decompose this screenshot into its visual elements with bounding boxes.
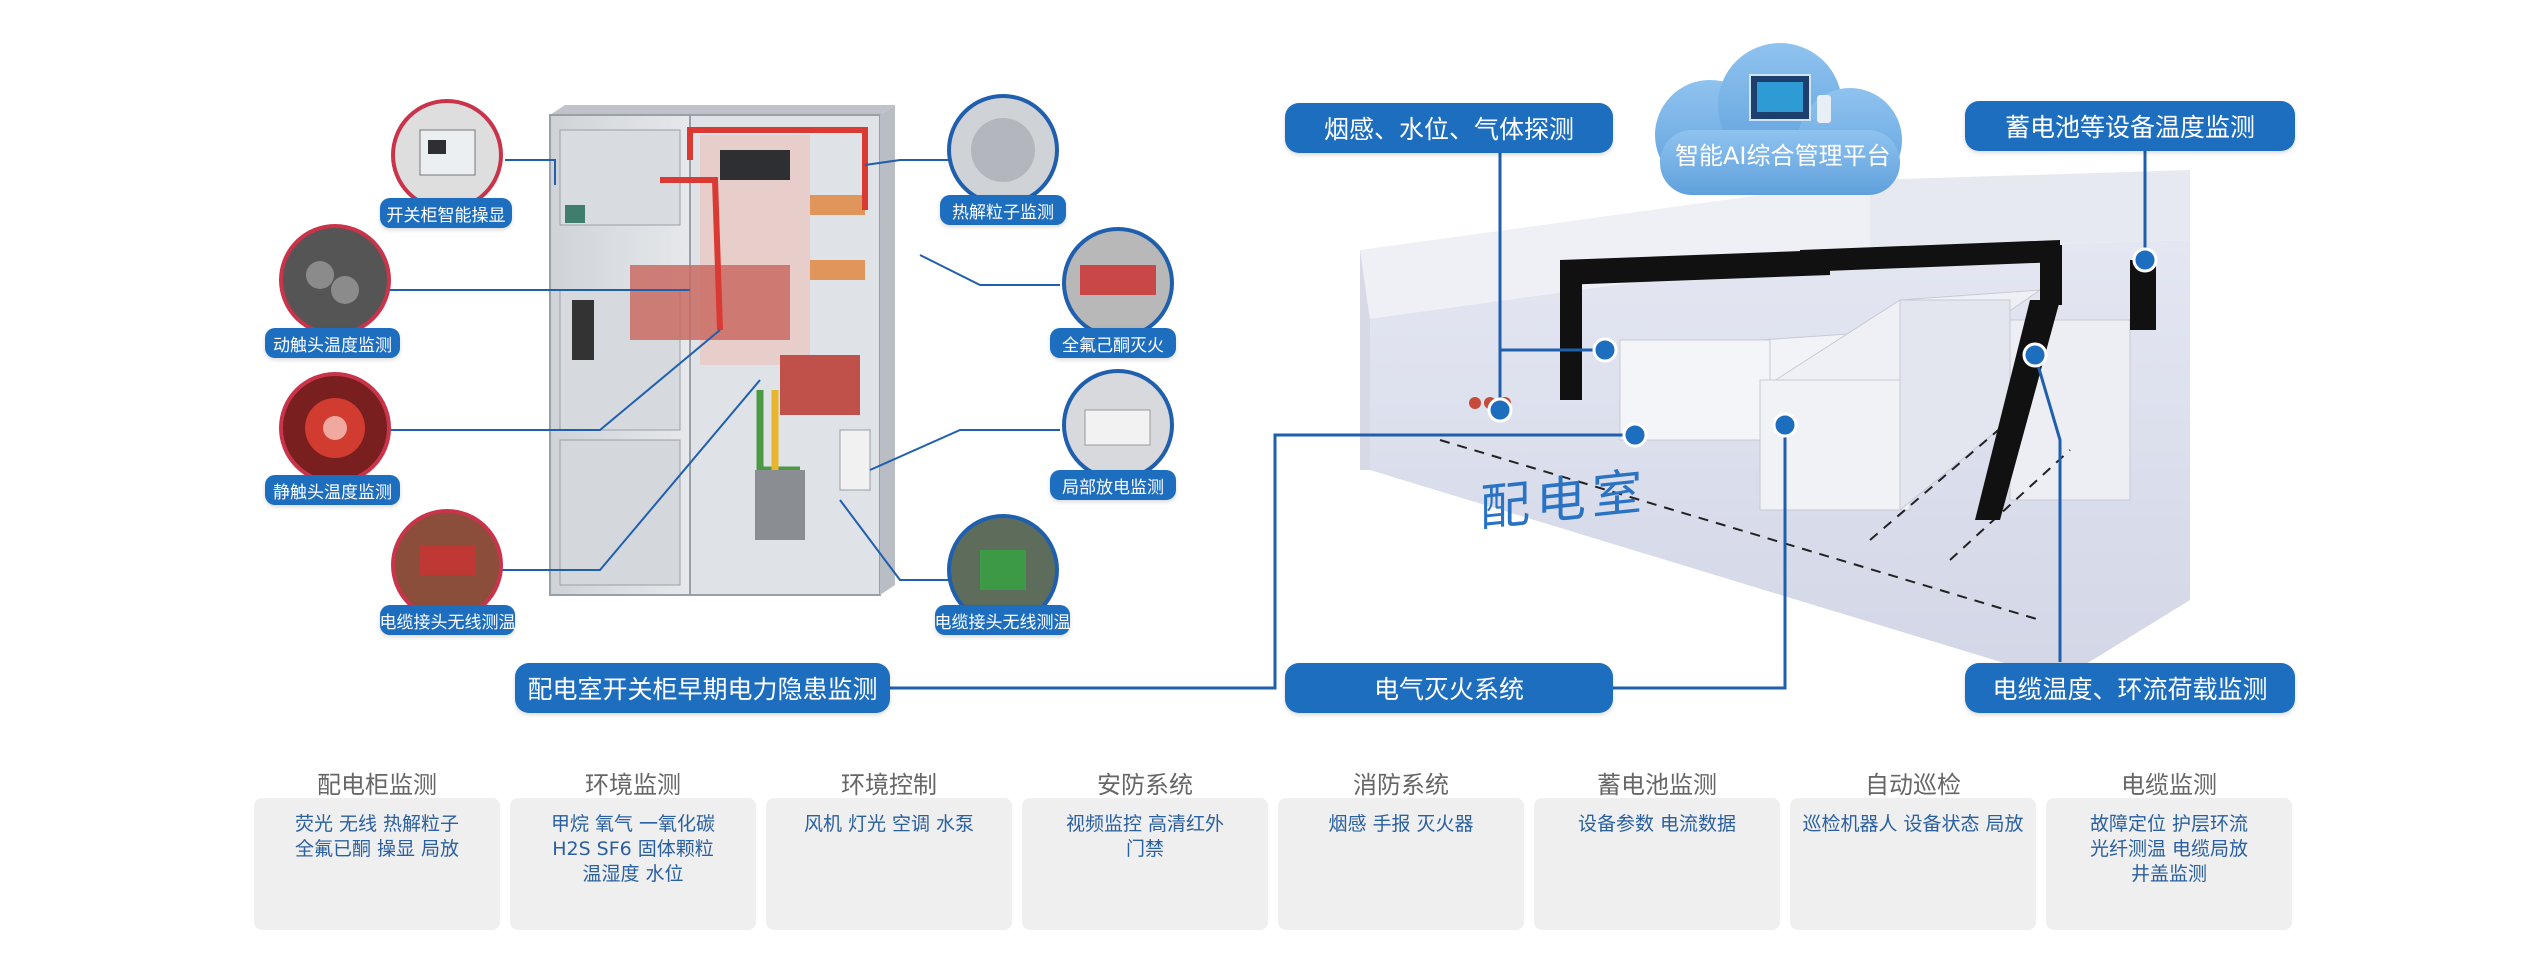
right-connector-lines [890, 150, 2147, 690]
category-item: 门禁 [1125, 838, 1164, 860]
category-card: 视频监控 高清红外 门禁 [1022, 798, 1268, 930]
category-title: 配电柜监测 [317, 771, 437, 799]
category-item: 烟感 手报 灭火器 [1328, 813, 1474, 835]
category-card: 烟感 手报 灭火器 [1278, 798, 1524, 930]
label-cable-joint-right: 电缆接头无线测温 [935, 605, 1071, 635]
category-item: 故障定位 护层环流 [2089, 813, 2249, 835]
callout-cable-temp-load: 电缆温度、环流荷载监测 [1965, 663, 2295, 713]
category-card: 故障定位 护层环流 光纤测温 电缆局放 井盖监测 [2046, 798, 2292, 930]
category-item: 甲烷 氧气 一氧化碳 [550, 813, 716, 835]
label-pyrolysis-particle: 热解粒子监测 [940, 195, 1066, 225]
label-moving-contact-temp: 动触头温度监测 [265, 328, 400, 358]
category-card: 设备参数 电流数据 [1534, 798, 1780, 930]
category-item: 巡检机器人 设备状态 局放 [1802, 813, 2024, 835]
left-thumbnails [279, 94, 1174, 626]
category-title: 环境控制 [841, 771, 937, 799]
category-item: H2S SF6 固体颗粒 [552, 838, 714, 860]
label-perfluoro-extinguish: 全氟己酮灭火 [1050, 328, 1176, 358]
category-card: 巡检机器人 设备状态 局放 [1790, 798, 2036, 930]
label-cable-joint-left: 电缆接头无线测温 [380, 605, 516, 635]
connection-dots [1487, 247, 2158, 448]
category-card: 风机 灯光 空调 水泵 [766, 798, 1012, 930]
label-static-contact-temp: 静触头温度监测 [265, 475, 400, 505]
category-item: 荧光 无线 热解粒子 [294, 813, 460, 835]
cloud-shape [1655, 43, 1902, 195]
left-connector-lines [385, 159, 1060, 581]
category-item: 井盖监测 [2130, 863, 2207, 885]
category-item: 温湿度 水位 [582, 863, 684, 885]
category-card: 荧光 无线 热解粒子 全氟已酮 操显 局放 [254, 798, 500, 930]
category-card: 甲烷 氧气 一氧化碳 H2S SF6 固体颗粒 温湿度 水位 [510, 798, 756, 930]
callout-switchgear-early-warning: 配电室开关柜早期电力隐患监测 [515, 663, 890, 713]
category-title: 环境监测 [585, 771, 681, 799]
category-item: 全氟已酮 操显 局放 [294, 838, 460, 860]
category-item: 光纤测温 电缆局放 [2089, 838, 2249, 860]
category-title: 消防系统 [1353, 771, 1449, 799]
label-partial-discharge: 局部放电监测 [1050, 470, 1176, 500]
category-title: 自动巡检 [1865, 771, 1961, 799]
category-item: 视频监控 高清红外 [1065, 813, 1225, 835]
category-title: 蓄电池监测 [1597, 771, 1717, 799]
callout-smoke-water-gas: 烟感、水位、气体探测 [1285, 103, 1613, 153]
category-item: 设备参数 电流数据 [1577, 813, 1737, 835]
category-title: 电缆监测 [2121, 771, 2217, 799]
callout-electrical-fire: 电气灭火系统 [1285, 663, 1613, 713]
category-item: 风机 灯光 空调 水泵 [803, 813, 975, 835]
callout-battery-temp: 蓄电池等设备温度监测 [1965, 101, 2295, 151]
category-title: 安防系统 [1097, 771, 1193, 799]
cloud-platform-label: 智能AI综合管理平台 [1675, 142, 1891, 170]
label-switchgear-display: 开关柜智能操显 [380, 198, 512, 228]
switchgear-cabinet [549, 105, 895, 596]
